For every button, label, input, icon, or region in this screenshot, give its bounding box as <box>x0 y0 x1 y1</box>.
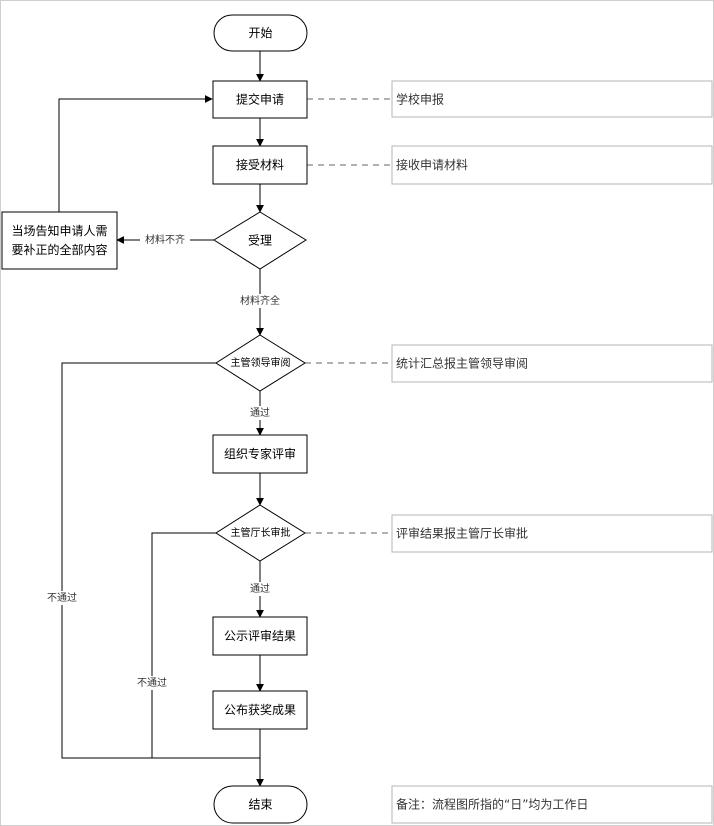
edge-label-pass2: 通过 <box>246 582 274 596</box>
edge-label-fail1-text: 不通过 <box>47 591 77 604</box>
director-approval-label: 主管厅长审批 <box>231 526 291 539</box>
publish-results-label: 公示评审结果 <box>224 628 296 643</box>
end-node: 结束 <box>213 785 308 824</box>
expert-review-node: 组织专家评审 <box>212 434 308 474</box>
expert-review-label: 组织专家评审 <box>224 446 296 461</box>
accept-materials-label: 接受材料 <box>236 157 284 172</box>
edge-label-incomplete: 材料不齐 <box>140 233 190 247</box>
notify-label-line1: 当场告知申请人需 <box>11 224 107 238</box>
accept-materials-node: 接受材料 <box>212 145 308 185</box>
edge-label-pass2-text: 通过 <box>250 582 270 595</box>
submit-node: 提交申请 <box>212 80 308 119</box>
director-approval-decision: 主管厅长审批 <box>215 504 306 562</box>
leader-review-label: 主管领导审阅 <box>231 356 291 369</box>
edge-label-fail1: 不通过 <box>42 591 82 605</box>
edge-label-fail2-text: 不通过 <box>137 676 167 689</box>
leader-review-decision: 主管领导审阅 <box>215 334 306 392</box>
notify-label-line2: 要补正的全部内容 <box>11 242 107 257</box>
edge-label-fail2: 不通过 <box>132 676 172 690</box>
note-receive-materials-text: 接收申请材料 <box>396 157 468 172</box>
edge-notify-submit <box>58 95 213 212</box>
acceptance-label: 受理 <box>248 234 272 248</box>
submit-node-label: 提交申请 <box>236 92 284 107</box>
note-stats-report: 统计汇总报主管领导审阅 <box>391 344 713 383</box>
note-remark: 备注：流程图所指的“日”均为工作日 <box>391 785 713 824</box>
edge-leader-fail <box>61 362 260 759</box>
note-remark-text: 备注：流程图所指的“日”均为工作日 <box>396 797 588 812</box>
note-result-report: 评审结果报主管厅长审批 <box>391 514 713 553</box>
edge-director-fail <box>151 532 216 758</box>
note-school-report-text: 学校申报 <box>396 92 444 107</box>
edge-label-pass1: 通过 <box>246 406 274 420</box>
edge-label-incomplete-text: 材料不齐 <box>145 233 185 246</box>
note-result-report-text: 评审结果报主管厅长审批 <box>396 526 528 541</box>
edge-label-complete-text: 材料齐全 <box>240 294 280 307</box>
end-node-label: 结束 <box>248 798 272 812</box>
note-receive-materials: 接收申请材料 <box>391 145 713 185</box>
edge-label-pass1-text: 通过 <box>250 406 270 419</box>
note-stats-report-text: 统计汇总报主管领导审阅 <box>396 356 528 371</box>
announce-awards-node: 公布获奖成果 <box>212 690 308 730</box>
publish-results-node: 公示评审结果 <box>212 616 308 656</box>
acceptance-decision: 受理 <box>213 211 307 270</box>
start-node: 开始 <box>213 14 308 52</box>
announce-awards-label: 公布获奖成果 <box>224 703 296 717</box>
note-school-report: 学校申报 <box>391 80 713 118</box>
edge-label-complete: 材料齐全 <box>234 294 286 308</box>
notify-node: 当场告知申请人需 要补正的全部内容 <box>1 211 118 270</box>
start-node-label: 开始 <box>248 26 272 40</box>
